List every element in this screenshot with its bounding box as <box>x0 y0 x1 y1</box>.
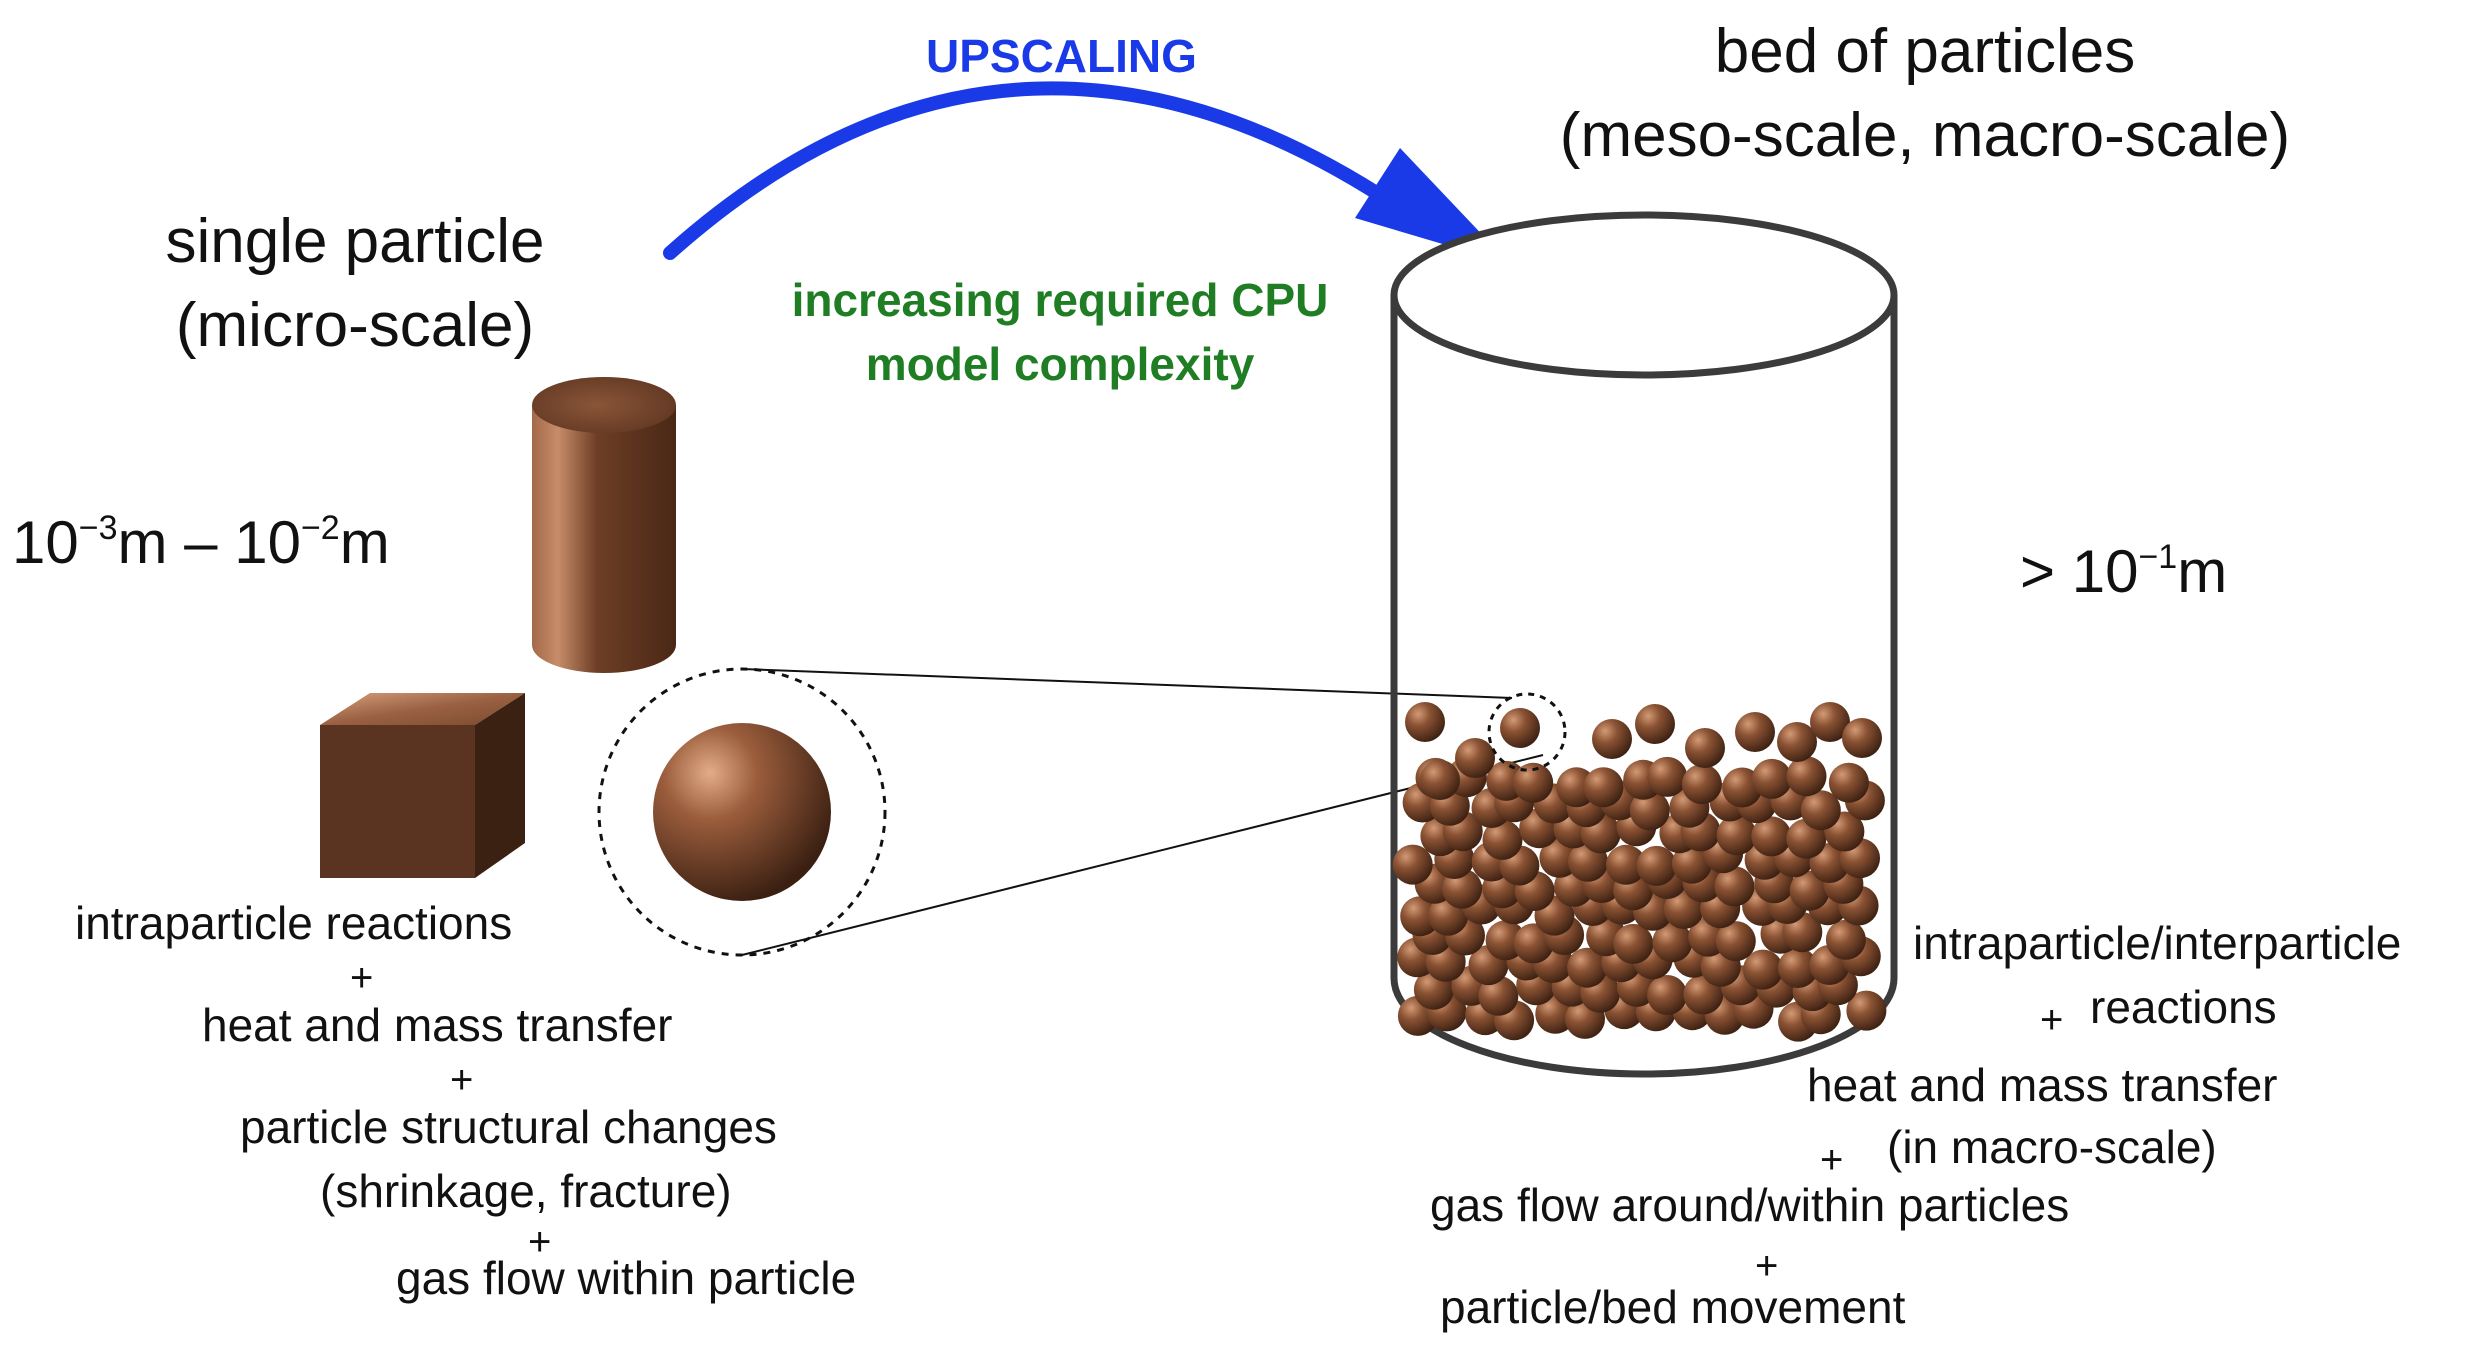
micro-plus-2: + <box>450 1058 474 1102</box>
bed-bead <box>1671 843 1712 884</box>
bed-bead <box>1613 923 1654 964</box>
macro-process-2b: (in macro-scale) <box>1887 1121 2217 1173</box>
bed-bead <box>1789 870 1830 911</box>
bed-bead <box>1500 708 1540 748</box>
macro-process-3: gas flow around/within particles <box>1430 1179 2070 1231</box>
bed-bead <box>1420 760 1460 800</box>
bed-bead <box>1751 816 1792 857</box>
bed-bead <box>1743 949 1783 990</box>
bed-bead <box>1478 975 1519 1016</box>
bed-bead <box>1635 704 1675 744</box>
particle-bed <box>1392 702 1887 1042</box>
micro-size-range: 10−3m – 10−2m <box>12 511 390 573</box>
zoom-line-top <box>741 668 1513 699</box>
upscaling-arrow <box>663 81 1510 264</box>
macro-process-1: intraparticle/interparticle <box>1913 917 2402 969</box>
macro-process-2: heat and mass transfer <box>1807 1059 2278 1111</box>
bed-bead <box>1513 762 1554 803</box>
bed-bead <box>1636 845 1677 886</box>
micro-size-mid: m – 10 <box>117 509 301 576</box>
bed-bead <box>1592 719 1632 759</box>
bed-bead <box>1685 728 1725 768</box>
macro-size-exp: −1 <box>2138 538 2178 576</box>
bed-bead <box>1567 947 1608 988</box>
bed-bead <box>1647 756 1688 797</box>
bed-bead <box>1716 815 1757 856</box>
bed-bead <box>1405 702 1445 742</box>
micro-size-exp-2: −2 <box>300 509 340 547</box>
bed-bead <box>1778 948 1818 988</box>
micro-size-base: 10 <box>12 509 79 576</box>
micro-size-unit: m <box>339 509 390 576</box>
cube-particle <box>320 693 525 878</box>
bed-bead <box>1482 819 1523 860</box>
bed-bead <box>1647 975 1688 1015</box>
micro-plus-3: + <box>528 1220 552 1264</box>
micro-process-2: heat and mass transfer <box>202 999 673 1051</box>
bed-bead <box>1842 718 1882 758</box>
sphere-particle <box>653 723 831 901</box>
macro-size-unit: m <box>2177 538 2228 605</box>
bed-bead <box>1800 790 1841 831</box>
micro-title-line-2: (micro-scale) <box>175 291 535 360</box>
bed-bead <box>1777 722 1817 762</box>
micro-process-3: particle structural changes <box>240 1101 777 1153</box>
bed-bead <box>1681 764 1722 805</box>
micro-process-4: gas flow within particle <box>396 1252 857 1304</box>
macro-title-line-1: bed of particles <box>1714 17 2136 86</box>
macro-title-line-2: (meso-scale, macro-scale) <box>1559 101 2291 170</box>
complexity-line-1: increasing required CPU <box>791 274 1329 326</box>
bed-bead <box>1715 921 1756 962</box>
micro-title-line-1: single particle <box>165 207 545 276</box>
micro-size-exp-1: −3 <box>78 509 118 547</box>
macro-plus-3: + <box>1755 1244 1779 1288</box>
macro-plus-2: + <box>1820 1138 1844 1182</box>
bed-bead <box>1828 762 1869 803</box>
bed-bead <box>1513 923 1554 964</box>
zoom-circle-small <box>1487 692 1567 772</box>
bed-bead <box>1455 738 1495 778</box>
macro-process-4: particle/bed movement <box>1440 1281 1906 1333</box>
micro-title: single particle (micro-scale) <box>100 200 610 368</box>
macro-size: > 10−1m <box>2020 540 2227 602</box>
upscaling-label: UPSCALING <box>926 30 1197 82</box>
bed-bead <box>1825 919 1866 960</box>
macro-title: bed of particles (meso-scale, macro-scal… <box>1490 10 2360 178</box>
complexity-line-2: model complexity <box>865 338 1255 390</box>
micro-plus-1: + <box>350 956 374 1000</box>
bed-bead <box>1714 866 1755 907</box>
cylinder-particle <box>532 377 676 673</box>
micro-process-3b: (shrinkage, fracture) <box>320 1165 732 1217</box>
bed-bead <box>1400 896 1441 937</box>
macro-size-prefix: > 10 <box>2020 538 2139 605</box>
bed-bead <box>1392 844 1433 885</box>
bed-bead <box>1606 844 1646 885</box>
bed-bead <box>1629 790 1670 831</box>
macro-process-1b: reactions <box>2090 981 2277 1033</box>
micro-process-1: intraparticle reactions <box>75 897 513 949</box>
bed-bead <box>1583 767 1624 808</box>
macro-plus-1: + <box>2040 998 2064 1042</box>
bed-bead <box>1751 758 1792 799</box>
bed-bead <box>1846 990 1887 1031</box>
bed-bead <box>1786 756 1827 797</box>
bed-bead <box>1652 922 1693 963</box>
complexity-label: increasing required CPU model complexity <box>730 268 1390 396</box>
bed-bead <box>1735 712 1775 752</box>
bed-bead <box>1810 702 1850 742</box>
